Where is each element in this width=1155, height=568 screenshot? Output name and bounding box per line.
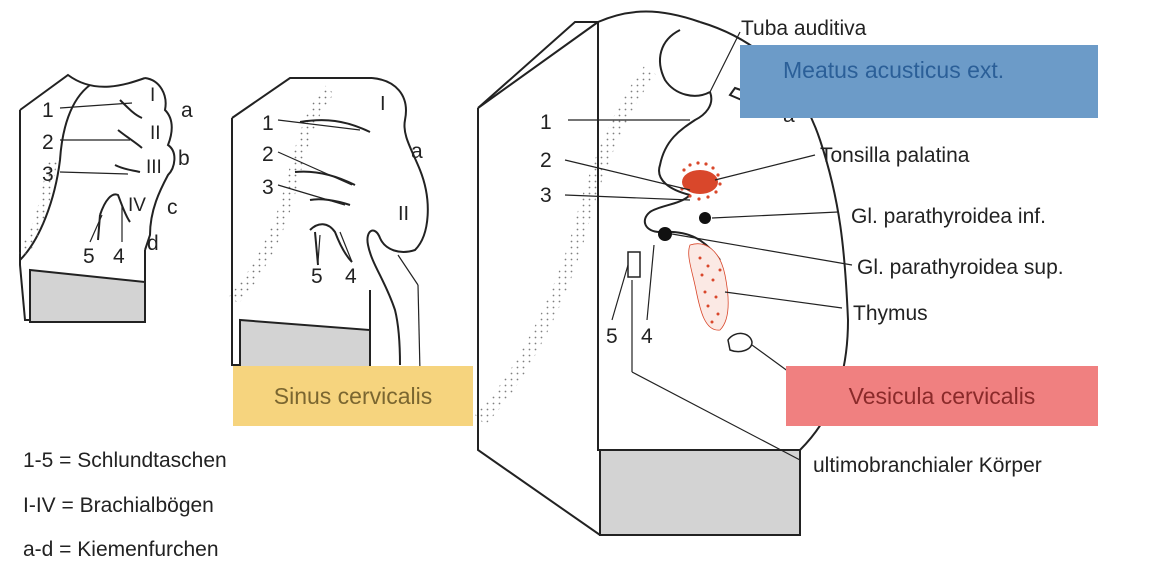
left-arch-III: III [146,158,162,177]
left-leaders [60,103,132,242]
middle-pouch-1: 1 [262,113,274,134]
middle-pouch-5: 5 [311,266,323,287]
right-pouch-2: 2 [540,150,552,171]
vesicula-cervicalis-shape [728,333,752,351]
gl-parathyroidea-inf-shape [699,212,711,224]
left-furrow-c: c [167,197,178,218]
left-pouch-1: 1 [42,100,54,121]
left-pouch-4: 4 [113,246,125,267]
meatus-acusticus-label: Meatus acusticus ext. [783,57,1004,84]
highlight-sinus-cervicalis: Sinus cervicalis [233,366,473,426]
left-pouch-3: 3 [42,164,54,185]
legend-schlundtaschen: 1-5 = Schlundtaschen [23,449,227,473]
middle-pouch-3: 3 [262,177,274,198]
gl-parathyroidea-sup-shape [658,227,672,241]
ultimobranchial-body-shape [628,252,640,277]
label-gl-parathyroidea-sup: Gl. parathyroidea sup. [857,257,1064,278]
left-furrow-b: b [178,148,190,169]
left-arch-I: I [150,86,155,105]
label-tuba-auditiva: Tuba auditiva [741,18,866,39]
left-pouch-2: 2 [42,132,54,153]
middle-pouch-4: 4 [345,266,357,287]
label-thymus: Thymus [853,303,928,324]
right-pouch-5: 5 [606,326,618,347]
right-pouch-3: 3 [540,185,552,206]
right-pouch-1: 1 [540,112,552,133]
legend-kiemenfurchen: a-d = Kiemenfurchen [23,538,219,562]
middle-arch-I: I [380,94,386,114]
middle-arch-II: II [398,204,409,224]
highlight-vesicula-cervicalis: Vesicula cervicalis [786,366,1098,426]
middle-pouch-2: 2 [262,144,274,165]
vesicula-cervicalis-label: Vesicula cervicalis [849,383,1036,410]
left-arch-II: II [150,124,161,143]
label-gl-parathyroidea-inf: Gl. parathyroidea inf. [851,206,1046,227]
left-furrow-a: a [181,100,193,121]
left-pouch-5: 5 [83,246,95,267]
left-arch-IV: IV [128,196,146,215]
middle-furrow-a: a [411,141,423,162]
label-ultimobranchialer-koerper: ultimobranchialer Körper [813,455,1042,476]
highlight-meatus-acusticus: Meatus acusticus ext. [740,45,1098,118]
sinus-cervicalis-label: Sinus cervicalis [274,383,433,410]
thymus-shape [689,244,729,330]
label-tonsilla-palatina: Tonsilla palatina [820,145,969,166]
right-pouch-4: 4 [641,326,653,347]
left-furrow-d: d [147,233,159,254]
legend-brachialboegen: I-IV = Brachialbögen [23,494,214,518]
